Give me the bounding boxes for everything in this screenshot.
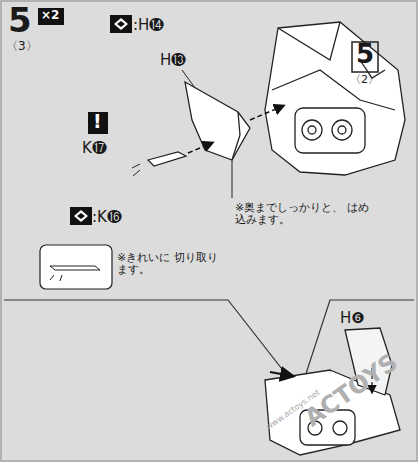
part-label: H⓭ <box>160 52 186 69</box>
part-label: K⓱ <box>82 140 107 157</box>
note: ※奥までしっかりと、 はめ込みます。 <box>235 202 375 226</box>
sub-step: 〈3〉 <box>6 40 38 53</box>
note: ※きれいに 切り取ります。 <box>117 252 227 276</box>
sub-step: 〈2〉 <box>350 74 379 86</box>
ref-step-number: 5 <box>356 40 374 69</box>
quantity: ×2 <box>41 9 59 22</box>
part-label: :K⓰ <box>92 209 122 226</box>
part-label: H❻ <box>340 310 365 327</box>
step-number: 5 <box>8 2 32 39</box>
part-label: :H⓮ <box>133 17 164 34</box>
caution-icon: ! <box>93 111 102 132</box>
